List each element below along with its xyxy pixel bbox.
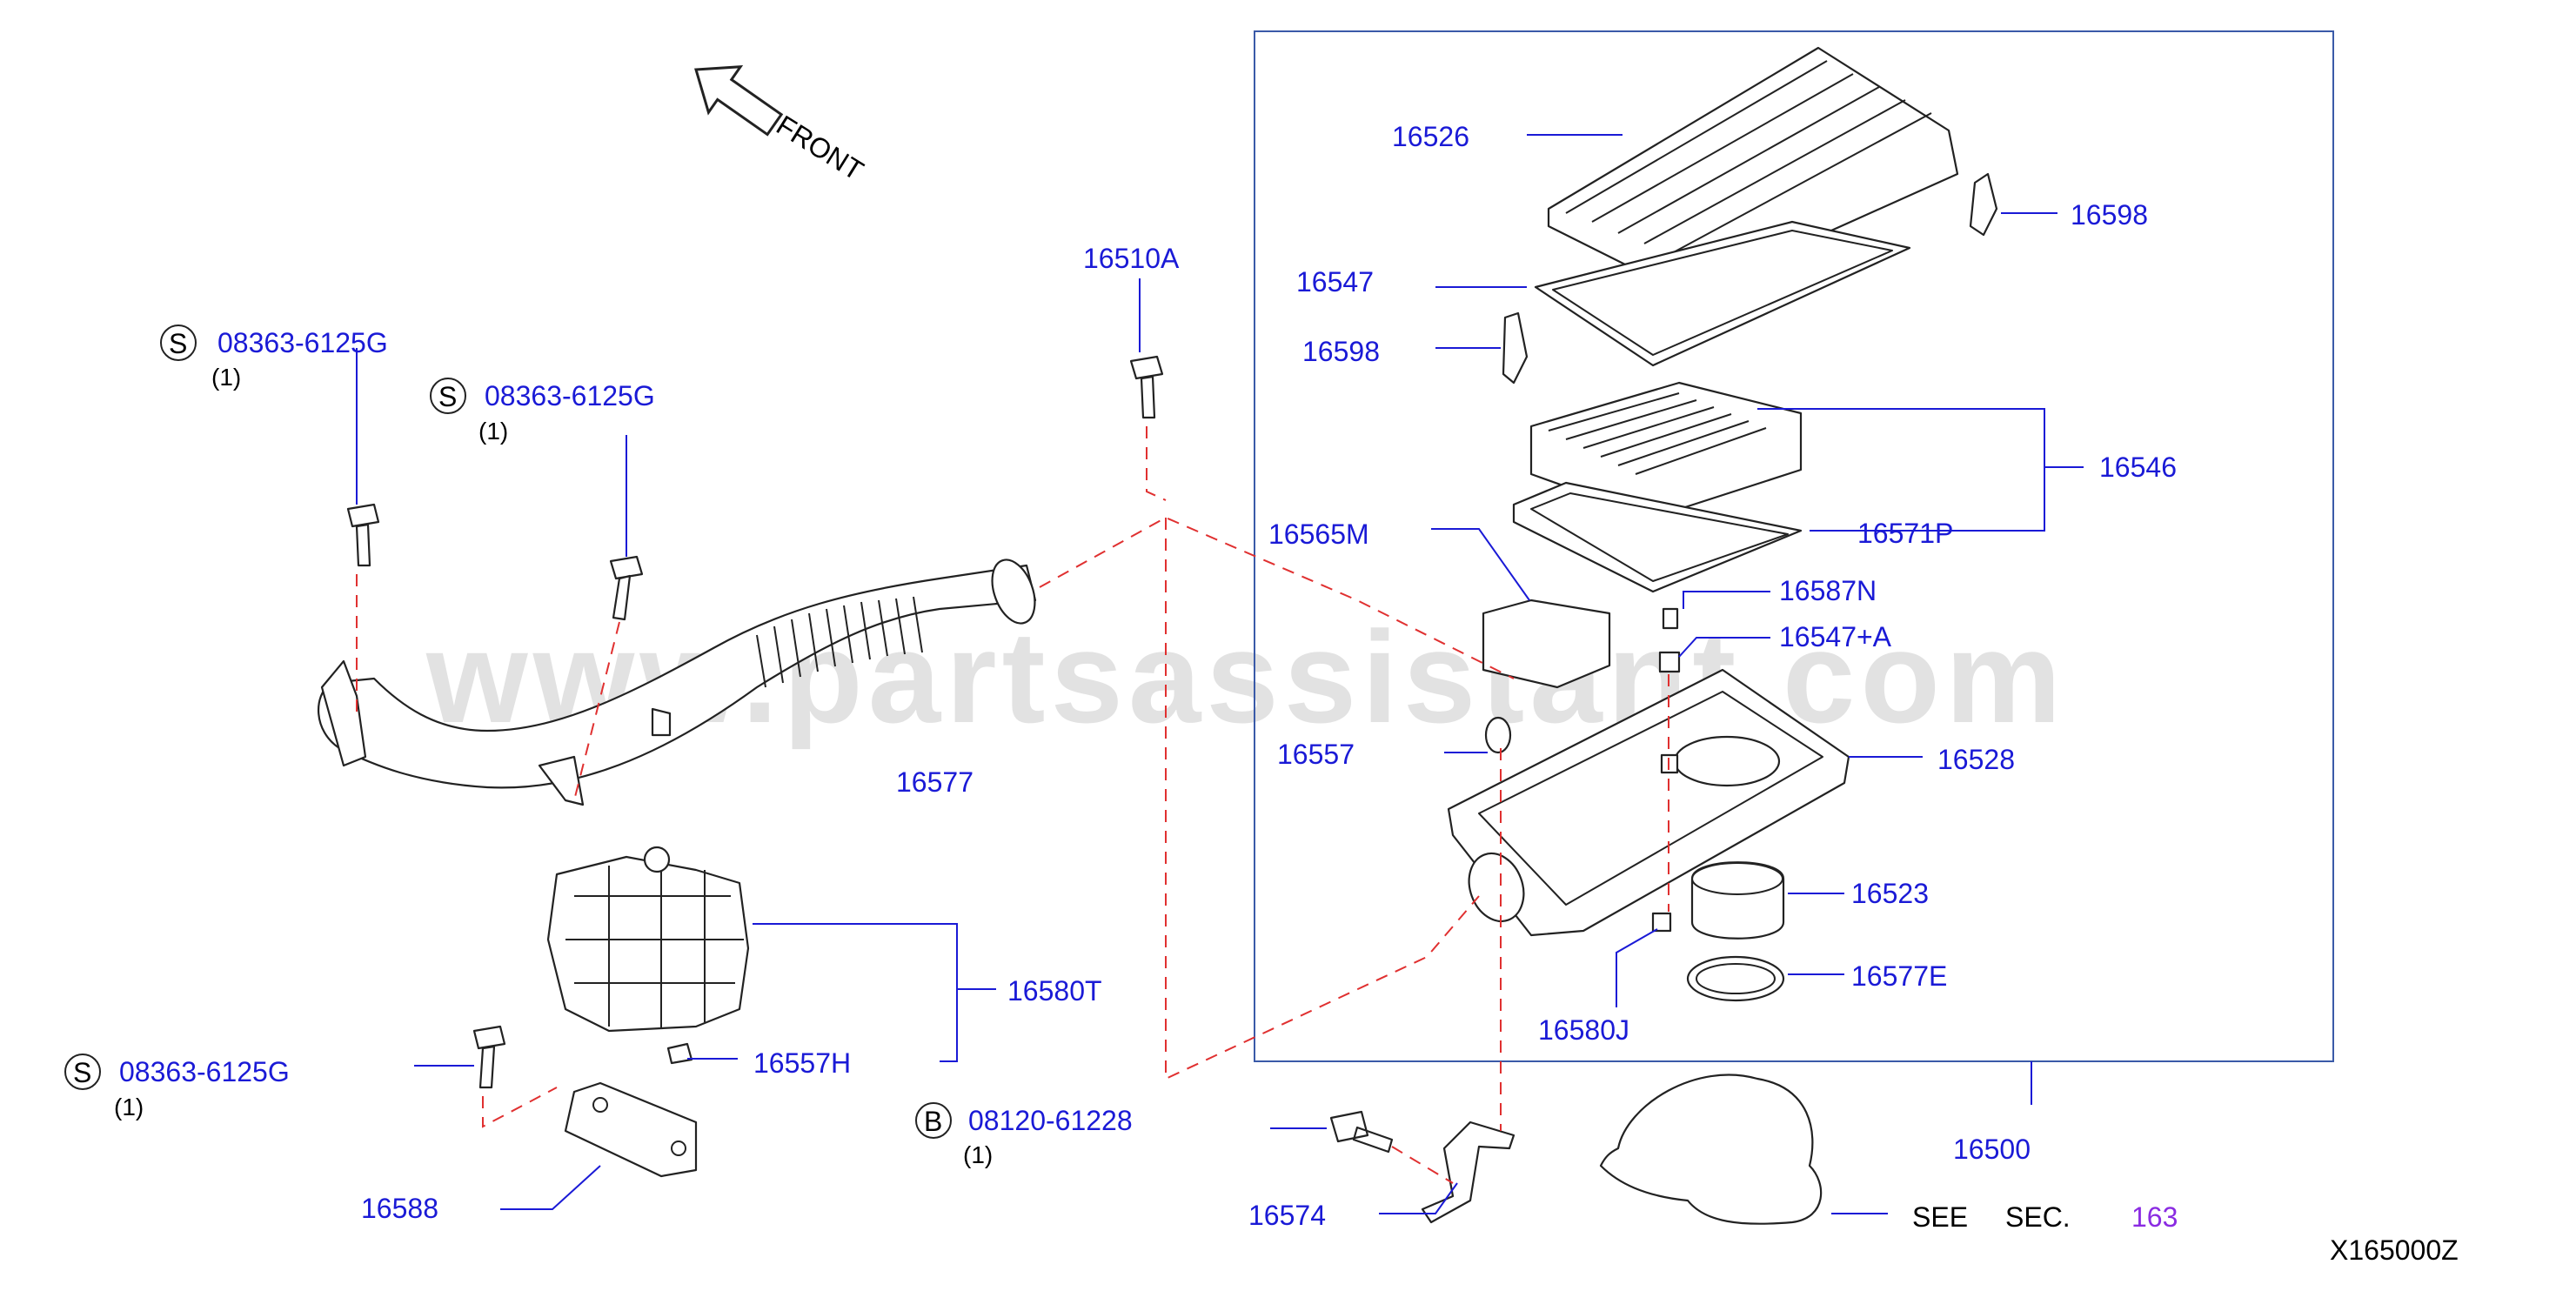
label-16510A: 16510A [1083, 243, 1180, 274]
assembly-dashed-lines [356, 426, 1669, 1184]
bolt-symbol-circle [160, 324, 197, 361]
bolt-callout-4: B 08120-61228 (1) [915, 1102, 1133, 1168]
label-16557: 16557 [1277, 739, 1355, 770]
bolt-symbol: B [924, 1106, 942, 1137]
bolt-callout-3: S 08363-6125G (1) [64, 1054, 290, 1120]
section-number: 163 [2131, 1201, 2178, 1233]
label-16571P: 16571P [1857, 518, 1953, 549]
label-16580J: 16580J [1538, 1014, 1629, 1046]
resonator-drawing [546, 846, 750, 1033]
label-16526: 16526 [1392, 121, 1469, 152]
bolt-qty: (1) [114, 1094, 144, 1120]
label-16588: 16588 [361, 1193, 438, 1224]
bolt-part-number: 08363-6125G [119, 1056, 290, 1087]
bracket-drawing [564, 1081, 698, 1178]
bolt-symbol: S [438, 381, 457, 412]
bolt-qty: (1) [478, 418, 508, 445]
filter-case-drawing [1447, 46, 1998, 1002]
label-16547: 16547 [1296, 266, 1374, 298]
see-text: SEE [1912, 1201, 1968, 1233]
label-16587N: 16587N [1779, 575, 1877, 606]
label-16598-top: 16598 [2071, 199, 2148, 231]
label-16500: 16500 [1953, 1134, 2031, 1165]
label-16528: 16528 [1937, 744, 2015, 775]
bolt-part-number: 08120-61228 [968, 1105, 1133, 1136]
assembly-frame [1254, 30, 2334, 1062]
label-16580T: 16580T [1007, 975, 1102, 1007]
bolt-symbol: S [169, 328, 187, 359]
label-16557H: 16557H [753, 1047, 851, 1079]
front-arrow-icon [694, 65, 784, 137]
leader-lines [356, 134, 2084, 1214]
label-16546: 16546 [2099, 452, 2177, 483]
bolt-symbol-circle [430, 378, 466, 414]
bolt-symbol-circle [64, 1054, 101, 1090]
label-16574: 16574 [1248, 1200, 1326, 1231]
diagram-code: X165000Z [2330, 1234, 2459, 1266]
air-duct-drawing [317, 559, 1037, 806]
label-16598-left: 16598 [1302, 336, 1380, 367]
bolt-qty: (1) [211, 364, 241, 391]
label-16523: 16523 [1851, 878, 1929, 909]
label-16547-A: 16547+A [1779, 621, 1892, 652]
bottom-right-drawings [1329, 1074, 1823, 1225]
bolt-symbol: S [73, 1057, 91, 1088]
bolt-callout-1: S 08363-6125G (1) [160, 324, 388, 391]
bolt-part-number: 08363-6125G [217, 327, 388, 358]
bolt-part-number: 08363-6125G [485, 380, 655, 411]
front-label: FRONT [771, 109, 869, 186]
bolt-symbol-circle [915, 1102, 952, 1139]
label-16577E: 16577E [1851, 960, 1947, 992]
sec-text: SEC. [2005, 1201, 2071, 1233]
label-16577: 16577 [896, 766, 974, 798]
bolt-qty: (1) [963, 1141, 993, 1168]
bolt-callout-2: S 08363-6125G (1) [430, 378, 655, 445]
label-16565M: 16565M [1268, 518, 1369, 550]
